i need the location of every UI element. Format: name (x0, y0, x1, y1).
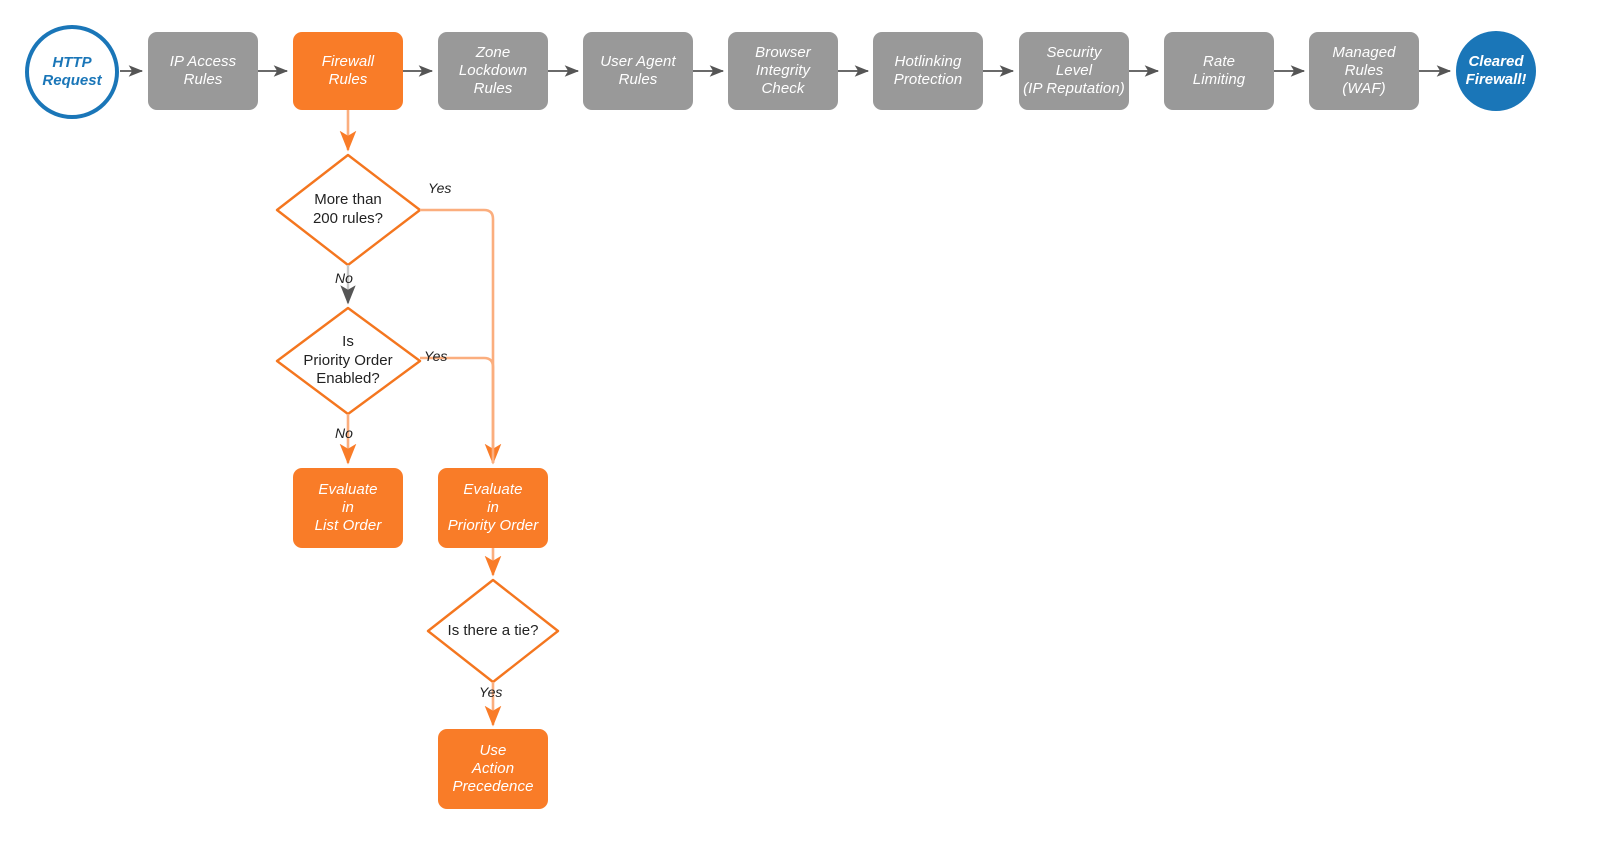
node-ip-access-rules-label: IP Access Rules (169, 52, 237, 88)
node-hotlinking-protection-label: Hotlinking Protection (893, 52, 963, 88)
edge-label-tie-yes: Yes (479, 684, 503, 700)
node-cleared-firewall[interactable]: Cleared Firewall! (1456, 31, 1536, 111)
node-evaluate-in-priority-order-label: Evaluate in Priority Order (447, 480, 539, 535)
node-http-request-label: HTTP Request (42, 54, 102, 89)
node-use-action-precedence[interactable]: Use Action Precedence (438, 729, 548, 809)
edge-label-priority-order-no: No (335, 425, 353, 441)
node-zone-lockdown-rules[interactable]: Zone Lockdown Rules (438, 32, 548, 110)
node-user-agent-rules-label: User Agent Rules (600, 52, 676, 88)
edge-label-priority-order-yes: Yes (424, 348, 448, 364)
node-firewall-rules-label: Firewall Rules (321, 52, 375, 88)
node-firewall-rules[interactable]: Firewall Rules (293, 32, 403, 110)
node-http-request[interactable]: HTTP Request (25, 25, 119, 119)
node-security-level[interactable]: Security Level (IP Reputation) (1019, 32, 1129, 110)
node-browser-integrity-check-label: Browser Integrity Check (755, 43, 811, 98)
node-cleared-firewall-label: Cleared Firewall! (1465, 53, 1527, 88)
decision-more-than-200-rules-shape (275, 153, 422, 267)
node-evaluate-in-list-order[interactable]: Evaluate in List Order (293, 468, 403, 548)
node-hotlinking-protection[interactable]: Hotlinking Protection (873, 32, 983, 110)
node-use-action-precedence-label: Use Action Precedence (452, 741, 534, 796)
node-managed-rules-waf-label: Managed Rules (WAF) (1332, 43, 1396, 98)
node-zone-lockdown-rules-label: Zone Lockdown Rules (458, 43, 528, 98)
node-managed-rules-waf[interactable]: Managed Rules (WAF) (1309, 32, 1419, 110)
edge-label-more-than-200-yes: Yes (428, 180, 452, 196)
node-user-agent-rules[interactable]: User Agent Rules (583, 32, 693, 110)
edge-more-than-200-yes (420, 208, 502, 465)
node-ip-access-rules[interactable]: IP Access Rules (148, 32, 258, 110)
edge-label-more-than-200-no: No (335, 270, 353, 286)
node-rate-limiting[interactable]: Rate Limiting (1164, 32, 1274, 110)
decision-is-there-a-tie-shape (426, 578, 560, 684)
edge-priority-order-yes (420, 356, 495, 463)
node-security-level-label: Security Level (IP Reputation) (1023, 43, 1125, 98)
decision-priority-order-enabled-shape (275, 306, 422, 416)
node-evaluate-in-list-order-label: Evaluate in List Order (314, 480, 382, 535)
node-browser-integrity-check[interactable]: Browser Integrity Check (728, 32, 838, 110)
node-rate-limiting-label: Rate Limiting (1192, 52, 1246, 88)
node-evaluate-in-priority-order[interactable]: Evaluate in Priority Order (438, 468, 548, 548)
